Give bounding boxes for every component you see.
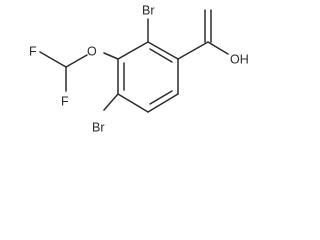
ring-double-bond [149, 48, 173, 63]
c-o-bond [103, 52, 119, 60]
ring-bond [117, 41, 149, 60]
f-top-label: F [29, 44, 37, 58]
c-br-bond-bottom [103, 93, 119, 111]
chemical-structure-diagram: OH Br Br O F F [29, 3, 249, 134]
difluoromethoxy-group: O F F [29, 44, 119, 108]
benzene-ring [117, 41, 179, 113]
carboxyl-group: OH [177, 9, 249, 66]
c-c-bond [177, 41, 209, 60]
ring-bond [117, 93, 149, 113]
o-ch-bond [65, 54, 88, 68]
br-top-label: Br [142, 3, 155, 17]
ch-f-bond-top [39, 51, 67, 68]
br-bottom-label: Br [92, 120, 105, 134]
o-ether-label: O [87, 44, 97, 58]
c-oh-bond [207, 41, 229, 55]
oh-label: OH [230, 52, 249, 66]
f-bottom-label: F [61, 94, 69, 108]
ring-bond [147, 41, 179, 60]
ring-double-bond [149, 90, 173, 105]
ring-bond [147, 93, 179, 113]
